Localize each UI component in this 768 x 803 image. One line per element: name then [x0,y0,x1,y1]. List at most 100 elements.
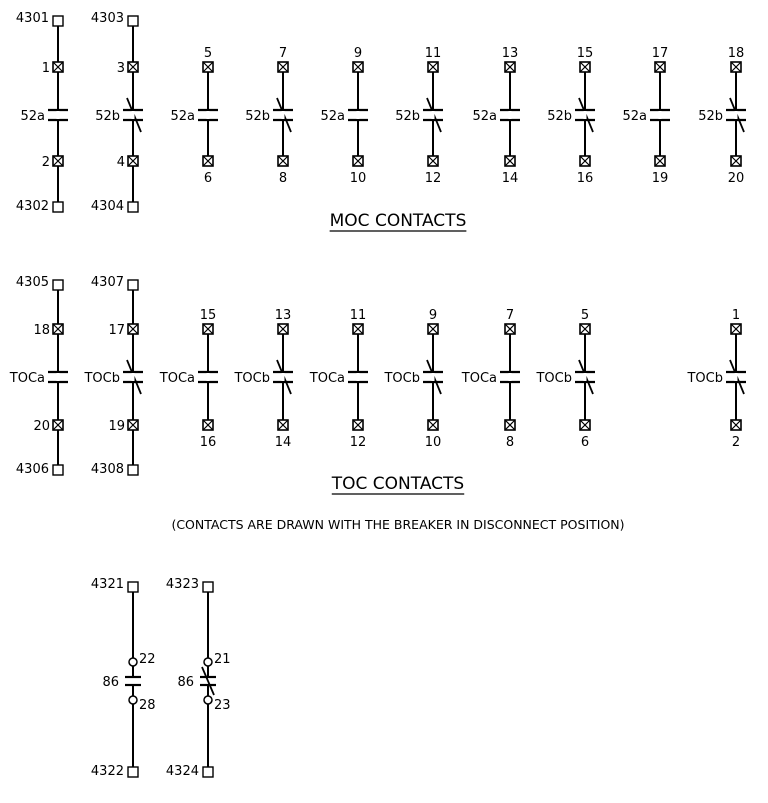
toc-terminal-top-x2 [579,323,591,335]
toc-gap [281,373,285,381]
toc-column: 5 6 TOCb [535,308,595,450]
relay86-block-label-top: 4323 [166,577,199,592]
relay86-block-terminal-bottom [127,766,139,778]
moc-point-label-top: 13 [502,46,519,61]
moc-terminal-top-x2 [127,61,139,73]
moc-gap [508,111,512,119]
relay86-stud-bottom [128,695,138,705]
toc-gap [206,373,210,381]
disconnect-position-note: (CONTACTS ARE DRAWN WITH THE BREAKER IN … [171,517,624,532]
moc-contact-label: 52b [395,109,420,124]
moc-terminal-bottom-x2 [352,155,364,167]
moc-gap [583,111,587,119]
toc-point-label-top: 9 [429,308,437,323]
toc-contact-label: TOCa [159,371,195,386]
toc-section-title: TOC CONTACTS [331,474,464,494]
toc-block-label-bottom: 4306 [16,462,49,477]
toc-point-label-top: 7 [506,308,514,323]
toc-terminal-bottom-x2 [127,419,139,431]
toc-column: 7 8 TOCa [461,308,520,450]
toc-gap [508,373,512,381]
moc-contact-label: 52a [320,109,345,124]
moc-point-label-top: 9 [354,46,362,61]
toc-point-label-bottom: 10 [425,435,442,450]
moc-contact-label: 52a [20,109,45,124]
toc-point-label-bottom: 6 [581,435,589,450]
relay86-stud-bottom [203,695,213,705]
toc-contact-label: TOCb [233,371,270,386]
toc-point-label-bottom: 8 [506,435,514,450]
moc-contact-label: 52b [245,109,270,124]
relay86-stud-label-bottom: 28 [139,698,156,713]
toc-point-label-top: 5 [581,308,589,323]
toc-block-terminal-bottom [52,464,64,476]
relay86-slash [201,666,215,696]
relay86-block-terminal-top [127,581,139,593]
moc-terminal-top-x2 [730,61,742,73]
moc-contact-label: 52b [698,109,723,124]
toc-block-terminal-top [52,279,64,291]
toc-block-label-top: 4307 [91,275,124,290]
moc-point-label-bottom: 10 [350,171,367,186]
moc-point-label-top: 1 [42,61,50,76]
relay86-block-terminal-top [202,581,214,593]
toc-terminal-bottom-x2 [579,419,591,431]
relay86-block-label-bottom: 4322 [91,764,124,779]
toc-terminal-top-x2 [127,323,139,335]
toc-contacts-group: 430543061820TOCa430743081719TOCb1516TOCa… [9,275,746,477]
moc-terminal-top-x2 [352,61,364,73]
moc-terminal-bottom-x2 [427,155,439,167]
toc-contact-label: TOCa [461,371,497,386]
moc-terminal-bottom-x2 [127,155,139,167]
moc-point-label-bottom: 16 [577,171,594,186]
moc-gap [56,111,60,119]
toc-point-label-bottom: 12 [350,435,367,450]
moc-point-label-bottom: 2 [42,155,50,170]
moc-contacts-group: 430143021252a430343043452b5652a7852b9105… [16,11,746,214]
toc-contact-label: TOCb [686,371,723,386]
moc-terminal-bottom-x2 [52,155,64,167]
toc-contact-label: TOCb [535,371,572,386]
moc-section-title: MOC CONTACTS [330,211,467,231]
toc-point-label-top: 18 [33,323,50,338]
relay86-gap [131,667,135,695]
toc-gap [356,373,360,381]
relay86-stud-top [128,657,138,667]
moc-terminal-bottom-x2 [504,155,516,167]
toc-point-label-top: 13 [275,308,292,323]
toc-gap [734,373,738,381]
relay86-contact-label: 86 [177,675,194,690]
moc-terminal-top-x2 [202,61,214,73]
moc-column: 9 10 52a [320,46,368,186]
toc-contact-label: TOCa [9,371,45,386]
relay86-stud-top [203,657,213,667]
toc-gap [56,373,60,381]
moc-block-label-top: 4303 [91,11,124,26]
moc-block-terminal-top [127,15,139,27]
moc-contact-label: 52a [170,109,195,124]
toc-terminal-top-x2 [504,323,516,335]
moc-point-label-bottom: 8 [279,171,287,186]
moc-point-label-bottom: 6 [204,171,212,186]
moc-gap [281,111,285,119]
moc-point-label-bottom: 14 [502,171,519,186]
toc-point-label-top: 1 [732,308,740,323]
moc-point-label-bottom: 4 [117,155,125,170]
moc-point-label-top: 11 [425,46,442,61]
toc-block-terminal-top [127,279,139,291]
toc-contact-label: TOCb [383,371,420,386]
toc-terminal-bottom-x2 [427,419,439,431]
toc-terminal-bottom-x2 [352,419,364,431]
moc-terminal-bottom-x2 [277,155,289,167]
